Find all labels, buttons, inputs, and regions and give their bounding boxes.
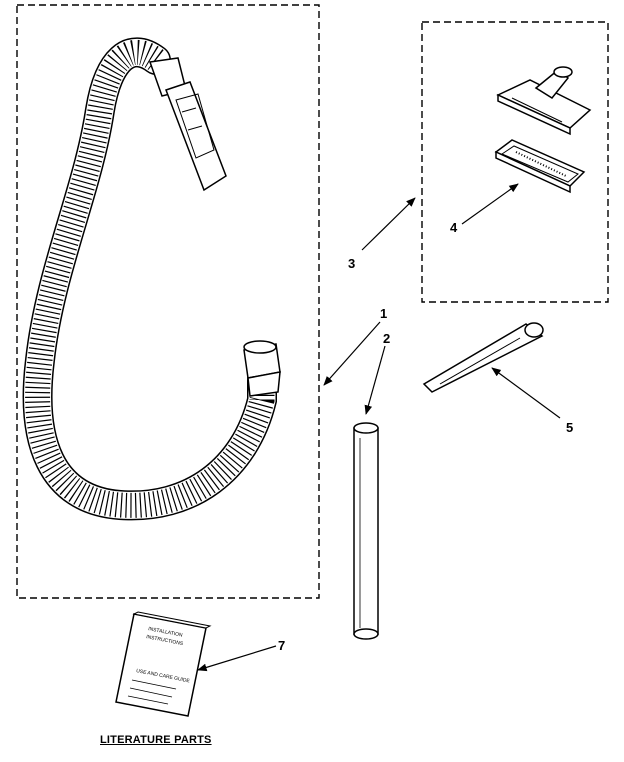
wand-icon[interactable] — [353, 422, 379, 640]
leader-4 — [461, 183, 519, 225]
leader-3 — [361, 197, 416, 251]
dusting-brush-icon[interactable] — [494, 139, 586, 194]
leader-7 — [197, 645, 277, 672]
hose-icon[interactable] — [22, 37, 281, 521]
callout-1: 1 — [380, 306, 387, 321]
leader-2 — [364, 345, 386, 415]
crevice-tool-icon[interactable] — [422, 322, 544, 393]
callout-3: 3 — [348, 256, 355, 271]
callout-2: 2 — [383, 331, 390, 346]
attachments-group-box — [421, 21, 609, 303]
hose-group-box — [16, 4, 320, 599]
callout-7: 7 — [278, 638, 285, 653]
floor-brush-icon[interactable] — [496, 66, 592, 136]
booklet-icon[interactable]: INSTALLATION INSTRUCTIONS USE AND CARE G… — [115, 611, 212, 717]
leader-5 — [491, 367, 561, 419]
callout-5: 5 — [566, 420, 573, 435]
literature-parts-caption: LITERATURE PARTS — [100, 734, 212, 746]
leader-1 — [323, 321, 381, 386]
callout-4: 4 — [450, 220, 458, 235]
